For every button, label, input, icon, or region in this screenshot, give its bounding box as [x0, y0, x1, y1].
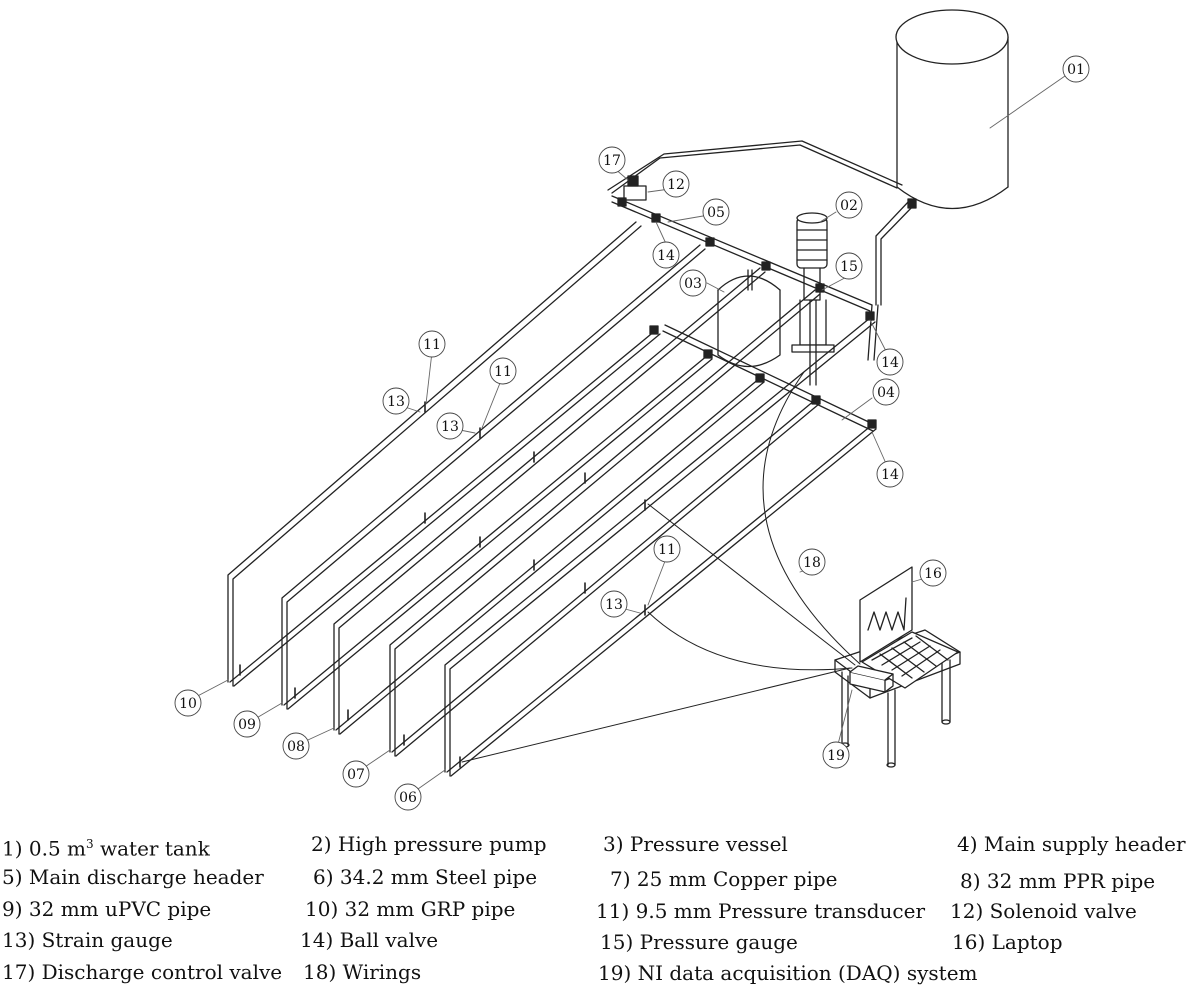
legend-item-12: 12) Solenoid valve [950, 899, 1137, 923]
legend-item-2: 2) High pressure pump [311, 832, 547, 856]
callout-12: 12 [662, 170, 690, 198]
callout-14c: 14 [876, 460, 904, 488]
pipe-10-grp [227, 221, 642, 687]
callout-label: 10 [179, 696, 197, 712]
callout-label: 09 [238, 717, 256, 733]
experimental-setup-diagram: 01 02 03 04 05 06 07 08 09 10 11 11 11 1… [174, 9, 1090, 811]
legend-item-1: 1) 0.5 m3 water tank [2, 832, 210, 861]
legend-item-7: 7) 25 mm Copper pipe [610, 867, 838, 891]
callout-label: 08 [287, 739, 305, 755]
callout-13c: 13 [600, 590, 628, 618]
daq-system [849, 665, 894, 693]
callout-label: 13 [441, 419, 459, 435]
callout-13b: 13 [436, 412, 464, 440]
legend-item-5: 5) Main discharge header [2, 865, 264, 889]
callout-16: 16 [919, 559, 947, 587]
callout-label: 14 [881, 355, 899, 371]
sensor-stubs [239, 401, 646, 768]
callout-04: 04 [872, 378, 900, 406]
callout-label: 16 [924, 566, 942, 582]
legend-item-6: 6) 34.2 mm Steel pipe [313, 865, 538, 889]
callout-label: 13 [387, 394, 405, 410]
legend-item-3: 3) Pressure vessel [603, 832, 788, 856]
callout-06: 06 [394, 783, 422, 811]
wirings [461, 371, 861, 763]
callout-label: 14 [881, 467, 899, 483]
callout-label: 18 [803, 555, 821, 571]
callout-label: 13 [605, 597, 623, 613]
pipe-06-steel [444, 317, 876, 777]
legend-item-9: 9) 32 mm uPVC pipe [2, 897, 212, 921]
callout-label: 11 [658, 542, 676, 558]
callout-17: 17 [598, 146, 626, 174]
callout-07: 07 [342, 760, 370, 788]
callout-label: 11 [494, 364, 512, 380]
legend-item-16: 16) Laptop [952, 930, 1063, 954]
legend-item-1-prefix: 1) 0.5 m [2, 836, 87, 861]
component-legend: 1) 0.5 m3 water tank 2) High pressure pu… [0, 826, 1200, 991]
callout-14a: 14 [652, 241, 680, 269]
callout-01: 01 [1062, 55, 1090, 83]
legend-item-17: 17) Discharge control valve [2, 960, 283, 984]
callout-09: 09 [233, 710, 261, 738]
callout-13a: 13 [382, 387, 410, 415]
callout-label: 07 [347, 767, 365, 783]
pipe-return-runs [229, 329, 877, 777]
tank-valve [907, 198, 917, 209]
callout-label: 01 [1067, 62, 1085, 78]
callout-label: 11 [423, 337, 441, 353]
callout-19: 19 [822, 741, 850, 769]
valve-cluster [617, 175, 647, 207]
tank-return-line [607, 140, 903, 194]
legend-item-19: 19) NI data acquisition (DAQ) system [598, 961, 978, 985]
callout-05: 05 [702, 198, 730, 226]
callout-11b: 11 [489, 357, 517, 385]
callout-label: 04 [877, 385, 895, 401]
main-supply-header [662, 324, 876, 432]
legend-item-18: 18) Wirings [303, 960, 422, 984]
callout-label: 19 [827, 748, 845, 764]
callout-label: 15 [840, 259, 858, 275]
ball-valves [649, 213, 877, 429]
callout-label: 14 [657, 248, 675, 264]
legend-item-1-superscript: 3 [86, 837, 94, 851]
legend-item-15: 15) Pressure gauge [600, 930, 798, 954]
legend-item-4: 4) Main supply header [957, 832, 1186, 856]
callout-03: 03 [679, 269, 707, 297]
callout-15: 15 [835, 252, 863, 280]
tank-suction-line [875, 198, 917, 306]
callout-11a: 11 [418, 330, 446, 358]
callout-10: 10 [174, 689, 202, 717]
pipe-08-ppr [333, 267, 766, 735]
pipe-07-copper [389, 289, 821, 757]
pressure-vessel [717, 269, 781, 368]
callout-label: 12 [667, 177, 685, 193]
high-pressure-pump [791, 212, 835, 386]
callout-18: 18 [798, 548, 826, 576]
legend-item-8: 8) 32 mm PPR pipe [960, 869, 1156, 893]
legend-item-14: 14) Ball valve [300, 928, 439, 952]
callout-08: 08 [282, 732, 310, 760]
pipe-09-upvc [281, 244, 706, 710]
legend-item-1-suffix: water tank [93, 836, 210, 861]
callout-14b: 14 [876, 348, 904, 376]
callout-label: 05 [707, 205, 725, 221]
callout-11c: 11 [653, 535, 681, 563]
legend-item-11: 11) 9.5 mm Pressure transducer [596, 899, 926, 923]
legend-item-10: 10) 32 mm GRP pipe [305, 897, 516, 921]
callout-02: 02 [835, 191, 863, 219]
water-tank [895, 9, 1009, 210]
callout-label: 02 [840, 198, 858, 214]
callout-label: 06 [399, 790, 417, 806]
legend-item-13: 13) Strain gauge [2, 928, 173, 952]
callout-label: 03 [684, 276, 702, 292]
callout-label: 17 [603, 153, 621, 169]
